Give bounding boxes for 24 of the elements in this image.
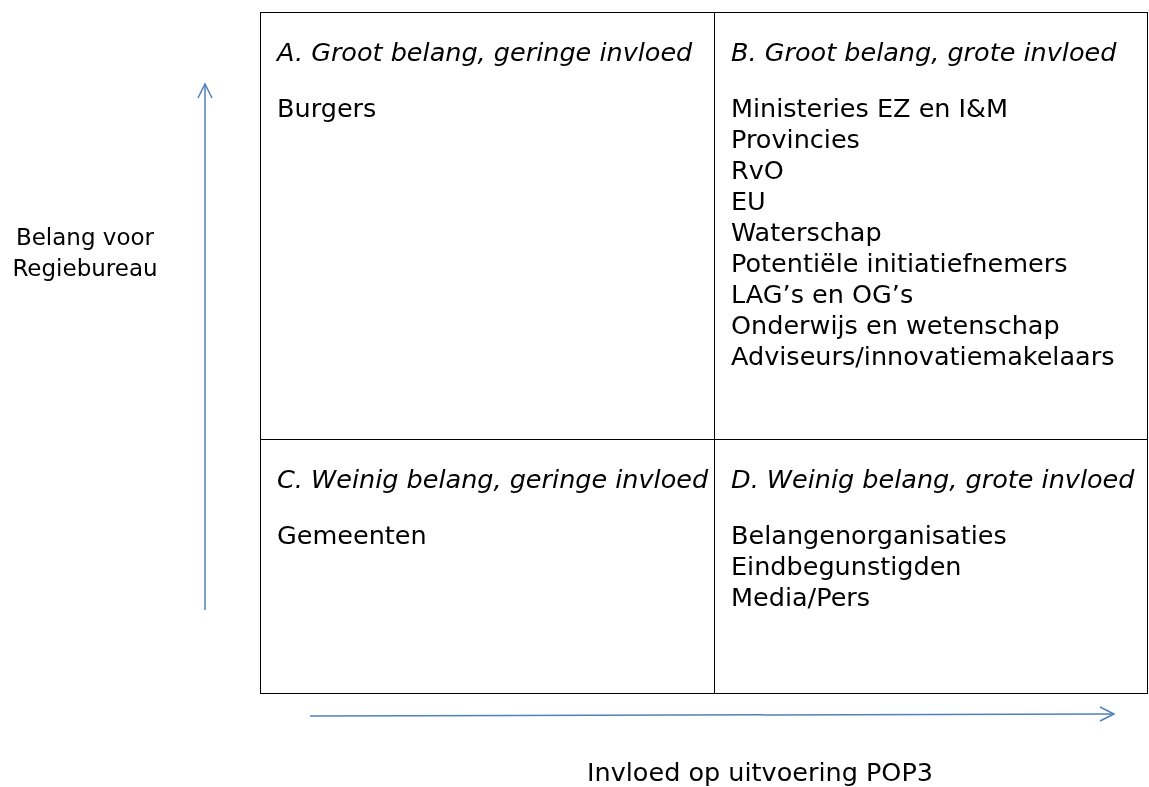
quadrant-cell [714,439,1148,694]
stakeholder-name: Belangenorganisaties [731,520,1007,551]
stakeholder-name: Adviseurs/innovatiemakelaars [731,341,1115,372]
stakeholder-name: Onderwijs en wetenschap [731,310,1060,341]
stakeholder-name: Potentiële initiatiefnemers [731,248,1068,279]
quadrant-heading: D. Weinig belang, grote invloed [731,464,1135,494]
quadrant-heading: C. Weinig belang, geringe invloed [277,464,709,494]
quadrant-cell [260,439,715,694]
stakeholder-name: EU [731,186,766,217]
stakeholder-name: Media/Pers [731,582,871,613]
axis-label: Belang voor Regiebureau [11,223,159,283]
stakeholder-name: Gemeenten [277,520,427,551]
stakeholder-name: Burgers [277,93,377,124]
quadrant-cell [260,12,715,440]
stakeholder-name: RvO [731,155,784,186]
stakeholder-name: Eindbegunstigden [731,551,962,582]
axis-label: Invloed op uitvoering POP3 [586,757,934,787]
quadrant-cell [714,12,1148,440]
quadrant-heading: A. Groot belang, geringe invloed [277,37,693,67]
quadrant-heading: B. Groot belang, grote invloed [731,37,1117,67]
stakeholder-name: Ministeries EZ en I&M [731,93,1008,124]
stakeholder-name: LAG’s en OG’s [731,279,914,310]
stakeholder-name: Waterschap [731,217,882,248]
stakeholder-name: Provincies [731,124,860,155]
